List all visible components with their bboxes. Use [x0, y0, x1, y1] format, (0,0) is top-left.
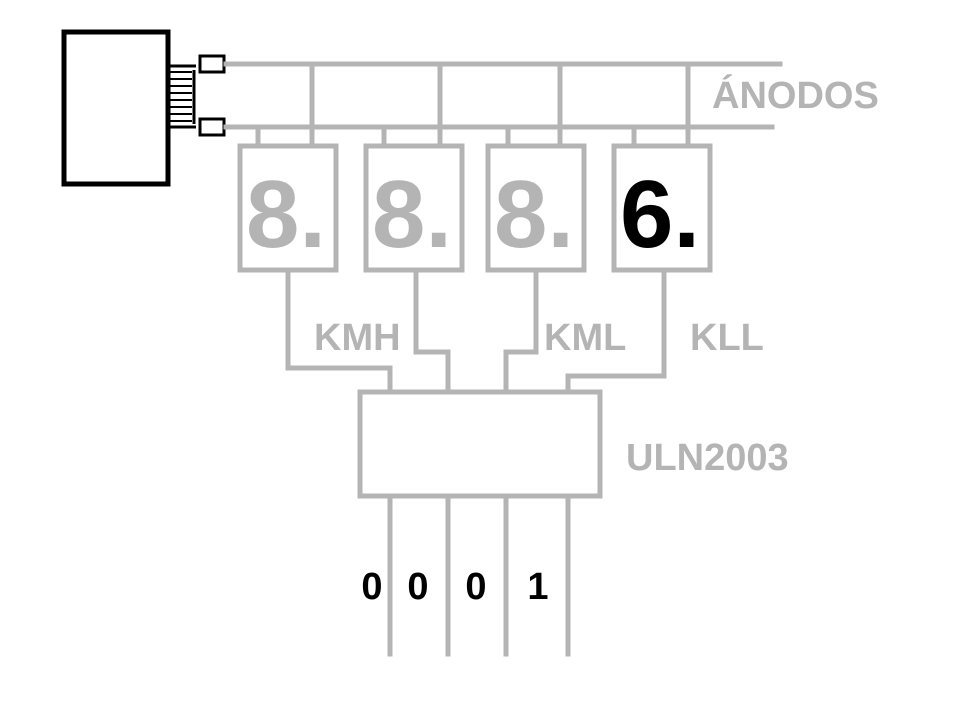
display-1-digit: 8.	[246, 161, 326, 268]
anodes-label: ÁNODOS	[712, 73, 879, 117]
input-bit-3: 0	[465, 566, 486, 608]
display-2: 8.	[363, 143, 465, 273]
kml-label: KML	[544, 317, 626, 359]
display-3-digit: 8.	[494, 161, 574, 268]
display-4: 6.	[611, 143, 713, 273]
driver-label: ULN2003	[626, 437, 789, 479]
anode-bus	[223, 61, 783, 149]
display-1-frame	[237, 143, 339, 273]
display-3: 8.	[485, 143, 587, 273]
input-bit-1: 0	[361, 566, 382, 608]
input-lines	[387, 493, 571, 657]
driver-chip	[357, 389, 603, 499]
connector-block	[61, 29, 171, 187]
kmh-label: KMH	[314, 317, 401, 359]
kll-label: KLL	[690, 317, 764, 359]
display-4-digit: 6.	[620, 161, 700, 268]
display-1: 8.	[237, 143, 339, 273]
display-2-digit: 8.	[372, 161, 452, 268]
input-bit-4: 1	[527, 566, 548, 608]
connector-pins	[168, 54, 226, 137]
input-bit-2: 0	[407, 566, 428, 608]
display-4-frame	[611, 143, 713, 273]
cathode-wires	[285, 267, 667, 395]
